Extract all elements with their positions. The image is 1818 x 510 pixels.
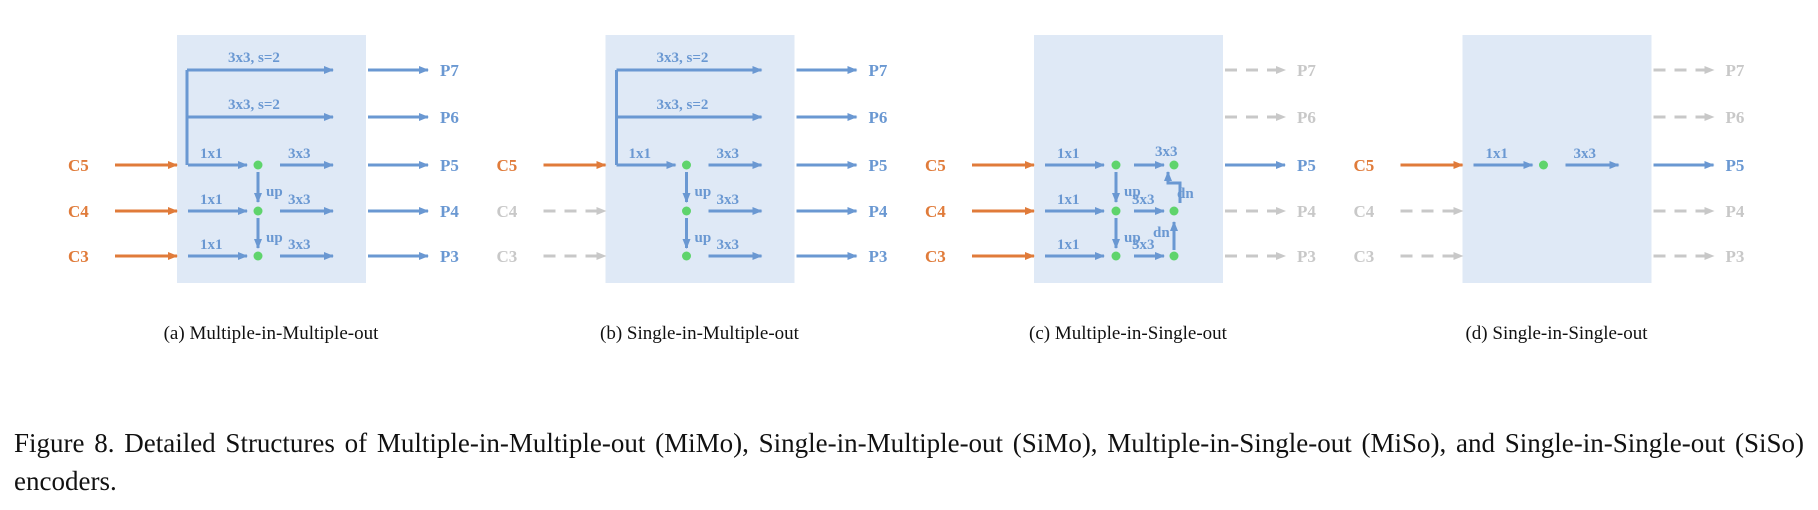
smooth-label: 3x3: [1132, 237, 1155, 253]
upsample-label: up: [695, 184, 712, 200]
output-label-p7: P7: [1726, 61, 1745, 80]
input-label-c3: C3: [497, 247, 518, 266]
lateral-label: 1x1: [1057, 192, 1080, 208]
input-label-c5: C5: [497, 156, 518, 175]
output-label-p5: P5: [1297, 156, 1316, 175]
output-label-p4: P4: [1726, 202, 1745, 221]
merge-node: [1111, 160, 1121, 170]
output-label-p3: P3: [1297, 247, 1316, 266]
input-label-c3: C3: [68, 247, 89, 266]
input-label-c4: C4: [68, 202, 89, 221]
output-label-p4: P4: [440, 202, 459, 221]
output-label-p7: P7: [440, 61, 459, 80]
input-label-c5: C5: [925, 156, 946, 175]
merge-node: [682, 206, 691, 216]
conv-s2-label: 3x3, s=2: [228, 50, 280, 66]
smooth-label: 3x3: [717, 192, 740, 208]
encoder-box: [1462, 35, 1652, 283]
lateral-label: 1x1: [200, 146, 223, 162]
panel-caption: (b) Single-in-Multiple-out: [600, 323, 800, 344]
lateral-label: 1x1: [1057, 146, 1080, 162]
merge-node: [1111, 251, 1121, 261]
merge-node: [1539, 160, 1548, 170]
input-label-c5: C5: [68, 156, 89, 175]
lateral-label: 1x1: [1057, 237, 1080, 253]
input-label-c3: C3: [1354, 247, 1375, 266]
output-label-p6: P6: [1297, 108, 1316, 127]
output-label-p3: P3: [869, 247, 888, 266]
merge-node: [1169, 251, 1179, 261]
output-label-p3: P3: [1726, 247, 1745, 266]
output-label-p5: P5: [869, 156, 888, 175]
merge-node: [1169, 160, 1179, 170]
smooth-label: 3x3: [288, 237, 311, 253]
panel-caption: (d) Single-in-Single-out: [1465, 323, 1648, 344]
panel-caption: (a) Multiple-in-Multiple-out: [164, 323, 379, 344]
output-label-p4: P4: [869, 202, 888, 221]
output-label-p7: P7: [869, 61, 888, 80]
smooth-label: 3x3: [1132, 192, 1155, 208]
merge-node: [682, 251, 691, 261]
upsample-label: up: [695, 230, 712, 246]
encoder-box: [1034, 35, 1223, 283]
output-label-p3: P3: [440, 247, 459, 266]
output-label-p5: P5: [1726, 156, 1745, 175]
downsample-arrow: [1164, 171, 1182, 203]
smooth-label: 3x3: [288, 192, 311, 208]
lateral-label: 1x1: [200, 192, 223, 208]
encoder-box: [177, 35, 366, 283]
upsample-label: up: [266, 184, 283, 200]
lateral-label: 1x1: [200, 237, 223, 253]
smooth-label: 3x3: [1155, 144, 1178, 160]
merge-node: [1169, 206, 1179, 216]
encoder-box: [605, 35, 795, 283]
merge-node: [253, 160, 263, 170]
input-label-c4: C4: [925, 202, 946, 221]
smooth-label: 3x3: [717, 237, 740, 253]
conv-s2-label: 3x3, s=2: [228, 97, 280, 113]
smooth-label: 3x3: [717, 146, 740, 162]
lateral-label: 1x1: [629, 146, 652, 162]
output-label-p4: P4: [1297, 202, 1316, 221]
conv-s2-label: 3x3, s=2: [657, 50, 709, 66]
input-label-c5: C5: [1354, 156, 1375, 175]
smooth-label: 3x3: [288, 146, 311, 162]
merge-node: [1111, 206, 1121, 216]
input-label-c4: C4: [497, 202, 518, 221]
upsample-label: up: [1124, 184, 1141, 200]
panel-caption: (c) Multiple-in-Single-out: [1029, 323, 1228, 344]
upsample-label: up: [266, 230, 283, 246]
input-label-c4: C4: [1354, 202, 1375, 221]
output-label-p6: P6: [440, 108, 459, 127]
smooth-label: 3x3: [1574, 146, 1597, 162]
output-label-p6: P6: [869, 108, 888, 127]
merge-node: [682, 160, 691, 170]
output-label-p5: P5: [440, 156, 459, 175]
downsample-label: dn: [1177, 186, 1194, 202]
figure-caption: Figure 8. Detailed Structures of Multipl…: [14, 428, 1804, 496]
output-label-p7: P7: [1297, 61, 1316, 80]
output-label-p6: P6: [1726, 108, 1745, 127]
lateral-label: 1x1: [1486, 146, 1509, 162]
input-label-c3: C3: [925, 247, 946, 266]
upsample-label: up: [1124, 230, 1141, 246]
conv-s2-label: 3x3, s=2: [657, 97, 709, 113]
downsample-label: dn: [1153, 225, 1170, 241]
merge-node: [253, 251, 263, 261]
merge-node: [253, 206, 263, 216]
